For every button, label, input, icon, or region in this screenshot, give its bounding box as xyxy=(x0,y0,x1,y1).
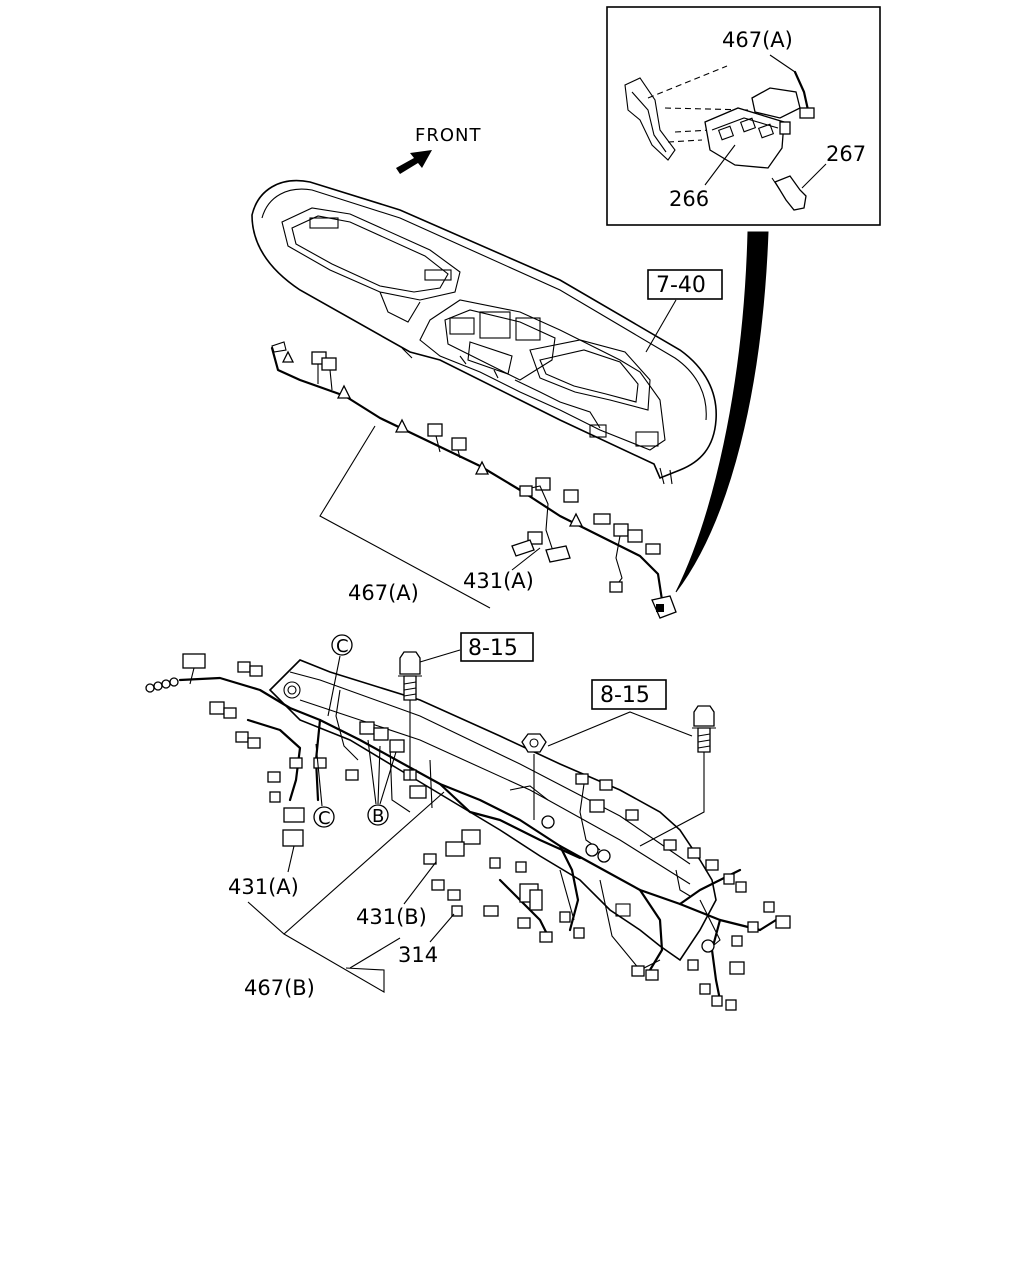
ref-box-7-40: 7-40 xyxy=(656,273,706,298)
front-label: FRONT xyxy=(415,125,482,146)
bolt-assembly: 8-15 8-15 xyxy=(398,632,716,847)
instrument-panel xyxy=(251,179,717,485)
cross-member xyxy=(268,659,721,971)
label-bolt-267: 267 xyxy=(826,142,866,166)
label-lower-connector-431a: 431(A) xyxy=(228,875,299,899)
label-bracket-266: 266 xyxy=(669,187,709,211)
detail-inset: 467(A) 266 267 xyxy=(606,6,881,226)
label-upper-harness-467a: 467(A) xyxy=(348,581,419,605)
label-inset-harness-467a: 467(A) xyxy=(722,28,793,52)
callout-b: B xyxy=(372,806,384,827)
label-part-314: 314 xyxy=(398,943,438,967)
label-lower-harness-467b: 467(B) xyxy=(244,976,315,1000)
callout-markers: C C B xyxy=(313,634,397,829)
ref-box-8-15-right: 8-15 xyxy=(600,683,650,708)
label-lower-connector-431b: 431(B) xyxy=(356,905,427,929)
lower-harness xyxy=(145,653,791,1011)
upper-harness: 467(A) 431(A) xyxy=(270,341,677,619)
front-arrow-icon xyxy=(396,150,432,174)
ref-box-8-15-left: 8-15 xyxy=(468,636,518,661)
label-upper-connector-431a: 431(A) xyxy=(463,569,534,593)
callout-c-bottom: C xyxy=(318,808,331,829)
panel-reference: 7-40 xyxy=(645,269,723,353)
front-direction-indicator: FRONT xyxy=(396,125,482,174)
lower-labels: 431(A) 431(B) 314 467(B) xyxy=(228,791,455,1000)
inset-link-arc xyxy=(675,231,769,593)
callout-c-top: C xyxy=(336,636,349,657)
